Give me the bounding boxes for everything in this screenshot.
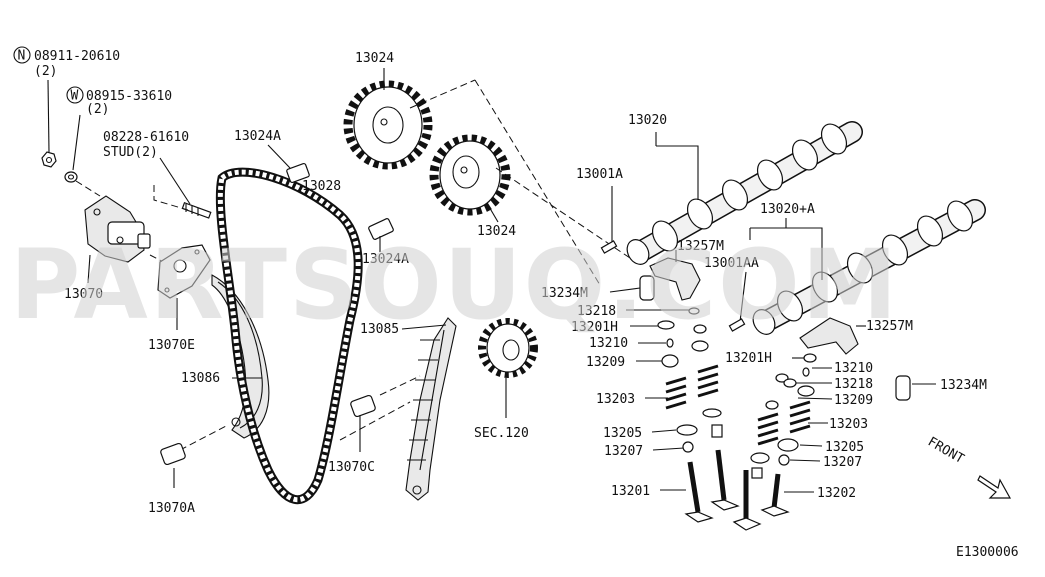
label-13257m-left: 13257M (677, 239, 724, 254)
label-13203-right: 13203 (829, 417, 868, 432)
label-13218-left: 13218 (577, 304, 616, 319)
label-13257m-right: 13257M (866, 319, 913, 334)
bolt-13024a-top: 13024A (234, 129, 310, 184)
cam-sprocket-lower: 13024 (429, 134, 516, 239)
label-13085: 13085 (360, 322, 399, 337)
label-13001aa: 13001AA (704, 256, 759, 271)
label-13203-left: 13203 (596, 392, 635, 407)
label-13024a-top: 13024A (234, 129, 281, 144)
label-13201h-right: 13201H (725, 351, 772, 366)
stud-part: 08228-61610 STUD(2) (103, 130, 212, 219)
lash-adjuster-13234m-left: 13234M (541, 275, 655, 301)
label-13001a: 13001A (576, 167, 623, 182)
label-13209-right: 13209 (834, 393, 873, 408)
label-13086: 13086 (181, 371, 220, 386)
label-13028: 13028 (302, 179, 341, 194)
label-13070: 13070 (64, 287, 103, 302)
rocker-13257m-left: 13257M (649, 239, 724, 301)
camshaft-13020a: 13020+A (749, 199, 986, 335)
label-13070a: 13070A (148, 501, 195, 516)
diagram-code: E1300006 (956, 545, 1019, 560)
label-13207-left: 13207 (604, 444, 643, 459)
label-13205-left: 13205 (603, 426, 642, 441)
label-13024-mid: 13024 (477, 224, 516, 239)
valve-stack-left: 13218 13201H 13210 13209 13203 13205 132… (571, 304, 762, 531)
label-13218-right: 13218 (834, 377, 873, 392)
label-sec120: SEC.120 (474, 426, 529, 441)
nut-symbol: N (18, 49, 26, 64)
chain-guide-tension: 13085 (360, 317, 457, 501)
camshaft-13020: 13020 (626, 113, 863, 265)
label-08915-33610: 08915-33610 (86, 89, 172, 104)
label-13205-right: 13205 (825, 440, 864, 455)
washer-part: W 08915-33610 (2) (64, 86, 172, 183)
cam-sprocket-upper: 13024 (343, 51, 433, 170)
label-13020a: 13020+A (760, 202, 815, 217)
label-13210-right: 13210 (834, 361, 873, 376)
timing-chain: 13028 (215, 167, 363, 505)
rocker-13257m-right: 13257M (799, 317, 913, 355)
label-08911-20610: 08911-20610 (34, 49, 120, 64)
label-08228-61610: 08228-61610 (103, 130, 189, 145)
label-13201h-left: 13201H (571, 320, 618, 335)
label-13024a-mid: 13024A (362, 252, 409, 267)
label-13209-left: 13209 (586, 355, 625, 370)
lash-adjuster-13234m-right: 13234M (895, 375, 987, 401)
label-13070e: 13070E (148, 338, 195, 353)
label-13234m-left: 13234M (541, 286, 588, 301)
nut-part: N 08911-20610 (2) (13, 46, 120, 168)
label-13201: 13201 (611, 484, 650, 499)
label-13070c: 13070C (328, 460, 375, 475)
label-13020: 13020 (628, 113, 667, 128)
label-nut-qty: (2) (34, 64, 57, 79)
crank-sprocket: SEC.120 (474, 318, 538, 441)
dowel-13001a: 13001A (576, 167, 623, 254)
valve-stack-right: 13201H 13210 13218 13209 13203 13205 132… (725, 351, 873, 517)
dowel-13001aa: 13001AA (704, 256, 759, 332)
label-13210-left: 13210 (589, 336, 628, 351)
guide-bolt-13070c: 13070C (328, 394, 376, 475)
label-13207-right: 13207 (823, 455, 862, 470)
bolt-13024a-mid: 13024A (362, 218, 409, 267)
label-13024-top: 13024 (355, 51, 394, 66)
tensioner-gasket: 13070E (148, 244, 211, 353)
guide-bolt-13070a: 13070A (148, 442, 195, 516)
front-arrow-icon: FRONT (925, 434, 1012, 499)
front-label: FRONT (925, 434, 967, 467)
label-13202: 13202 (817, 486, 856, 501)
washer-symbol: W (71, 89, 79, 104)
chain-tensioner: 13070 (64, 195, 151, 302)
label-washer-qty: (2) (86, 102, 109, 117)
watermark: PARTSOUQ.COM (10, 229, 899, 341)
label-13234m-right: 13234M (940, 378, 987, 393)
label-stud: STUD(2) (103, 145, 158, 160)
